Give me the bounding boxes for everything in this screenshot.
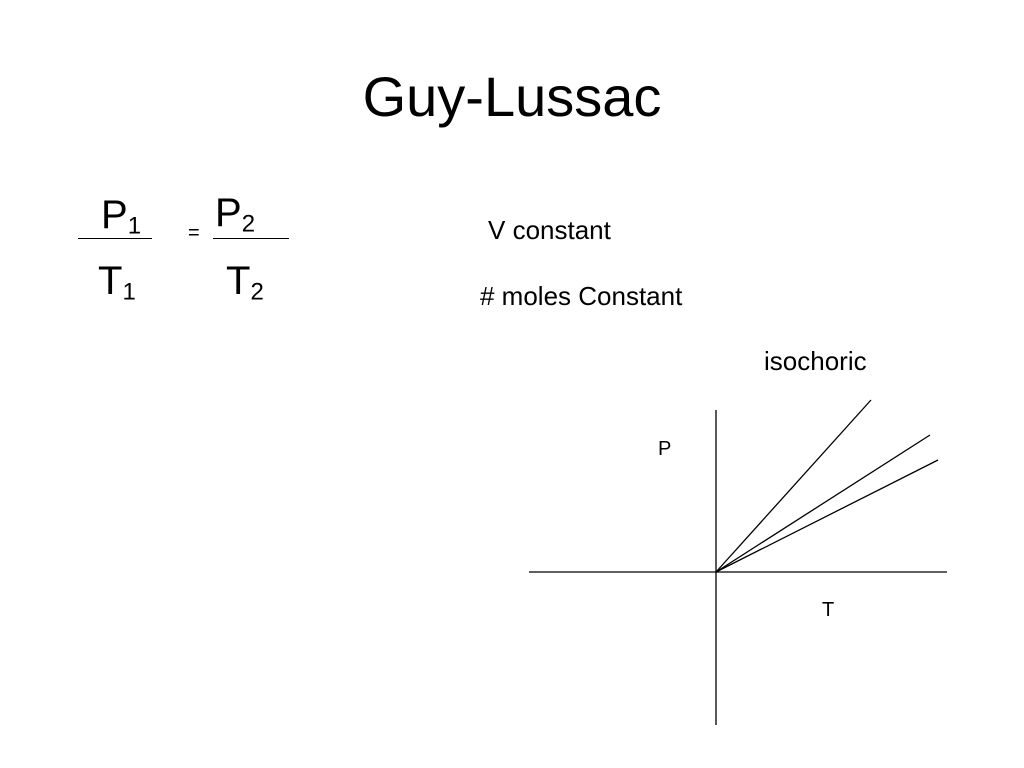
equals-sign: = xyxy=(188,222,200,244)
moles-constant-label: # moles Constant xyxy=(480,281,683,311)
t2-subscript: 2 xyxy=(250,278,264,306)
temperature-axis-label: T xyxy=(822,599,835,621)
p2-symbol: P xyxy=(215,191,242,235)
p1-symbol: P xyxy=(101,193,128,237)
equation-p2: P2 xyxy=(215,191,256,238)
isochore-line-middle xyxy=(715,434,931,573)
isochore-line-shallow xyxy=(715,459,939,573)
fraction-bar-right xyxy=(213,238,289,239)
slide-title: Guy-Lussac xyxy=(362,65,662,128)
isochoric-label: isochoric xyxy=(764,346,867,376)
equation-t1: T1 xyxy=(98,259,136,306)
pressure-axis-label: P xyxy=(658,438,672,460)
fraction-bar-left xyxy=(78,238,152,239)
volume-constant-label: V constant xyxy=(488,215,611,245)
p2-subscript: 2 xyxy=(241,210,256,238)
t1-symbol: T xyxy=(98,259,123,303)
t2-symbol: T xyxy=(226,259,251,303)
equation-p1: P1 xyxy=(101,193,142,240)
isochore-line-steep xyxy=(715,399,872,573)
p1-subscript: 1 xyxy=(127,212,142,240)
equation-t2: T2 xyxy=(226,259,264,306)
t1-subscript: 1 xyxy=(122,278,136,306)
